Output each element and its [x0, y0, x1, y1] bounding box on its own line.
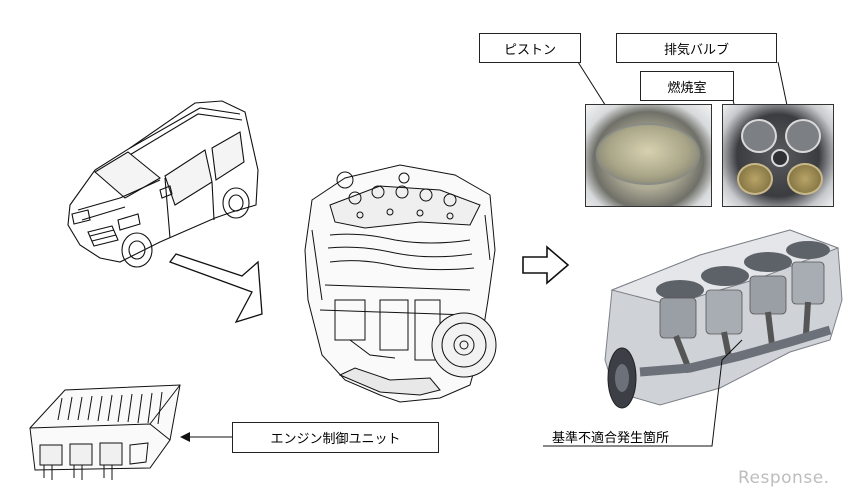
- piston-label: ピストン: [479, 33, 581, 63]
- exhaust-valve-left: [737, 163, 773, 195]
- combustion-chamber-photo: [722, 104, 834, 207]
- valve-top-right: [785, 119, 821, 153]
- spark-plug-hole: [771, 149, 789, 167]
- response-watermark: Response.: [738, 468, 830, 488]
- chevron-arrow: [168, 253, 263, 324]
- piston-crown: [596, 123, 700, 185]
- ecu-label: エンジン制御ユニット: [232, 422, 439, 453]
- right-arrow: [522, 245, 570, 285]
- exhaust-valve-right: [787, 163, 823, 195]
- engine-illustration: [304, 164, 497, 403]
- valve-top-left: [741, 119, 777, 153]
- ecu-illustration: [29, 384, 181, 480]
- exhaust-valve-label: 排気バルブ: [616, 33, 777, 63]
- combustion-chamber-label: 燃焼室: [640, 71, 734, 101]
- ecu-arrowhead: [180, 432, 190, 442]
- nonconforming-part-label: 基準不適合発生箇所: [552, 431, 670, 446]
- piston-photo: [585, 104, 712, 207]
- van-illustration: [67, 100, 259, 268]
- engine-cutaway-illustration: [604, 229, 843, 409]
